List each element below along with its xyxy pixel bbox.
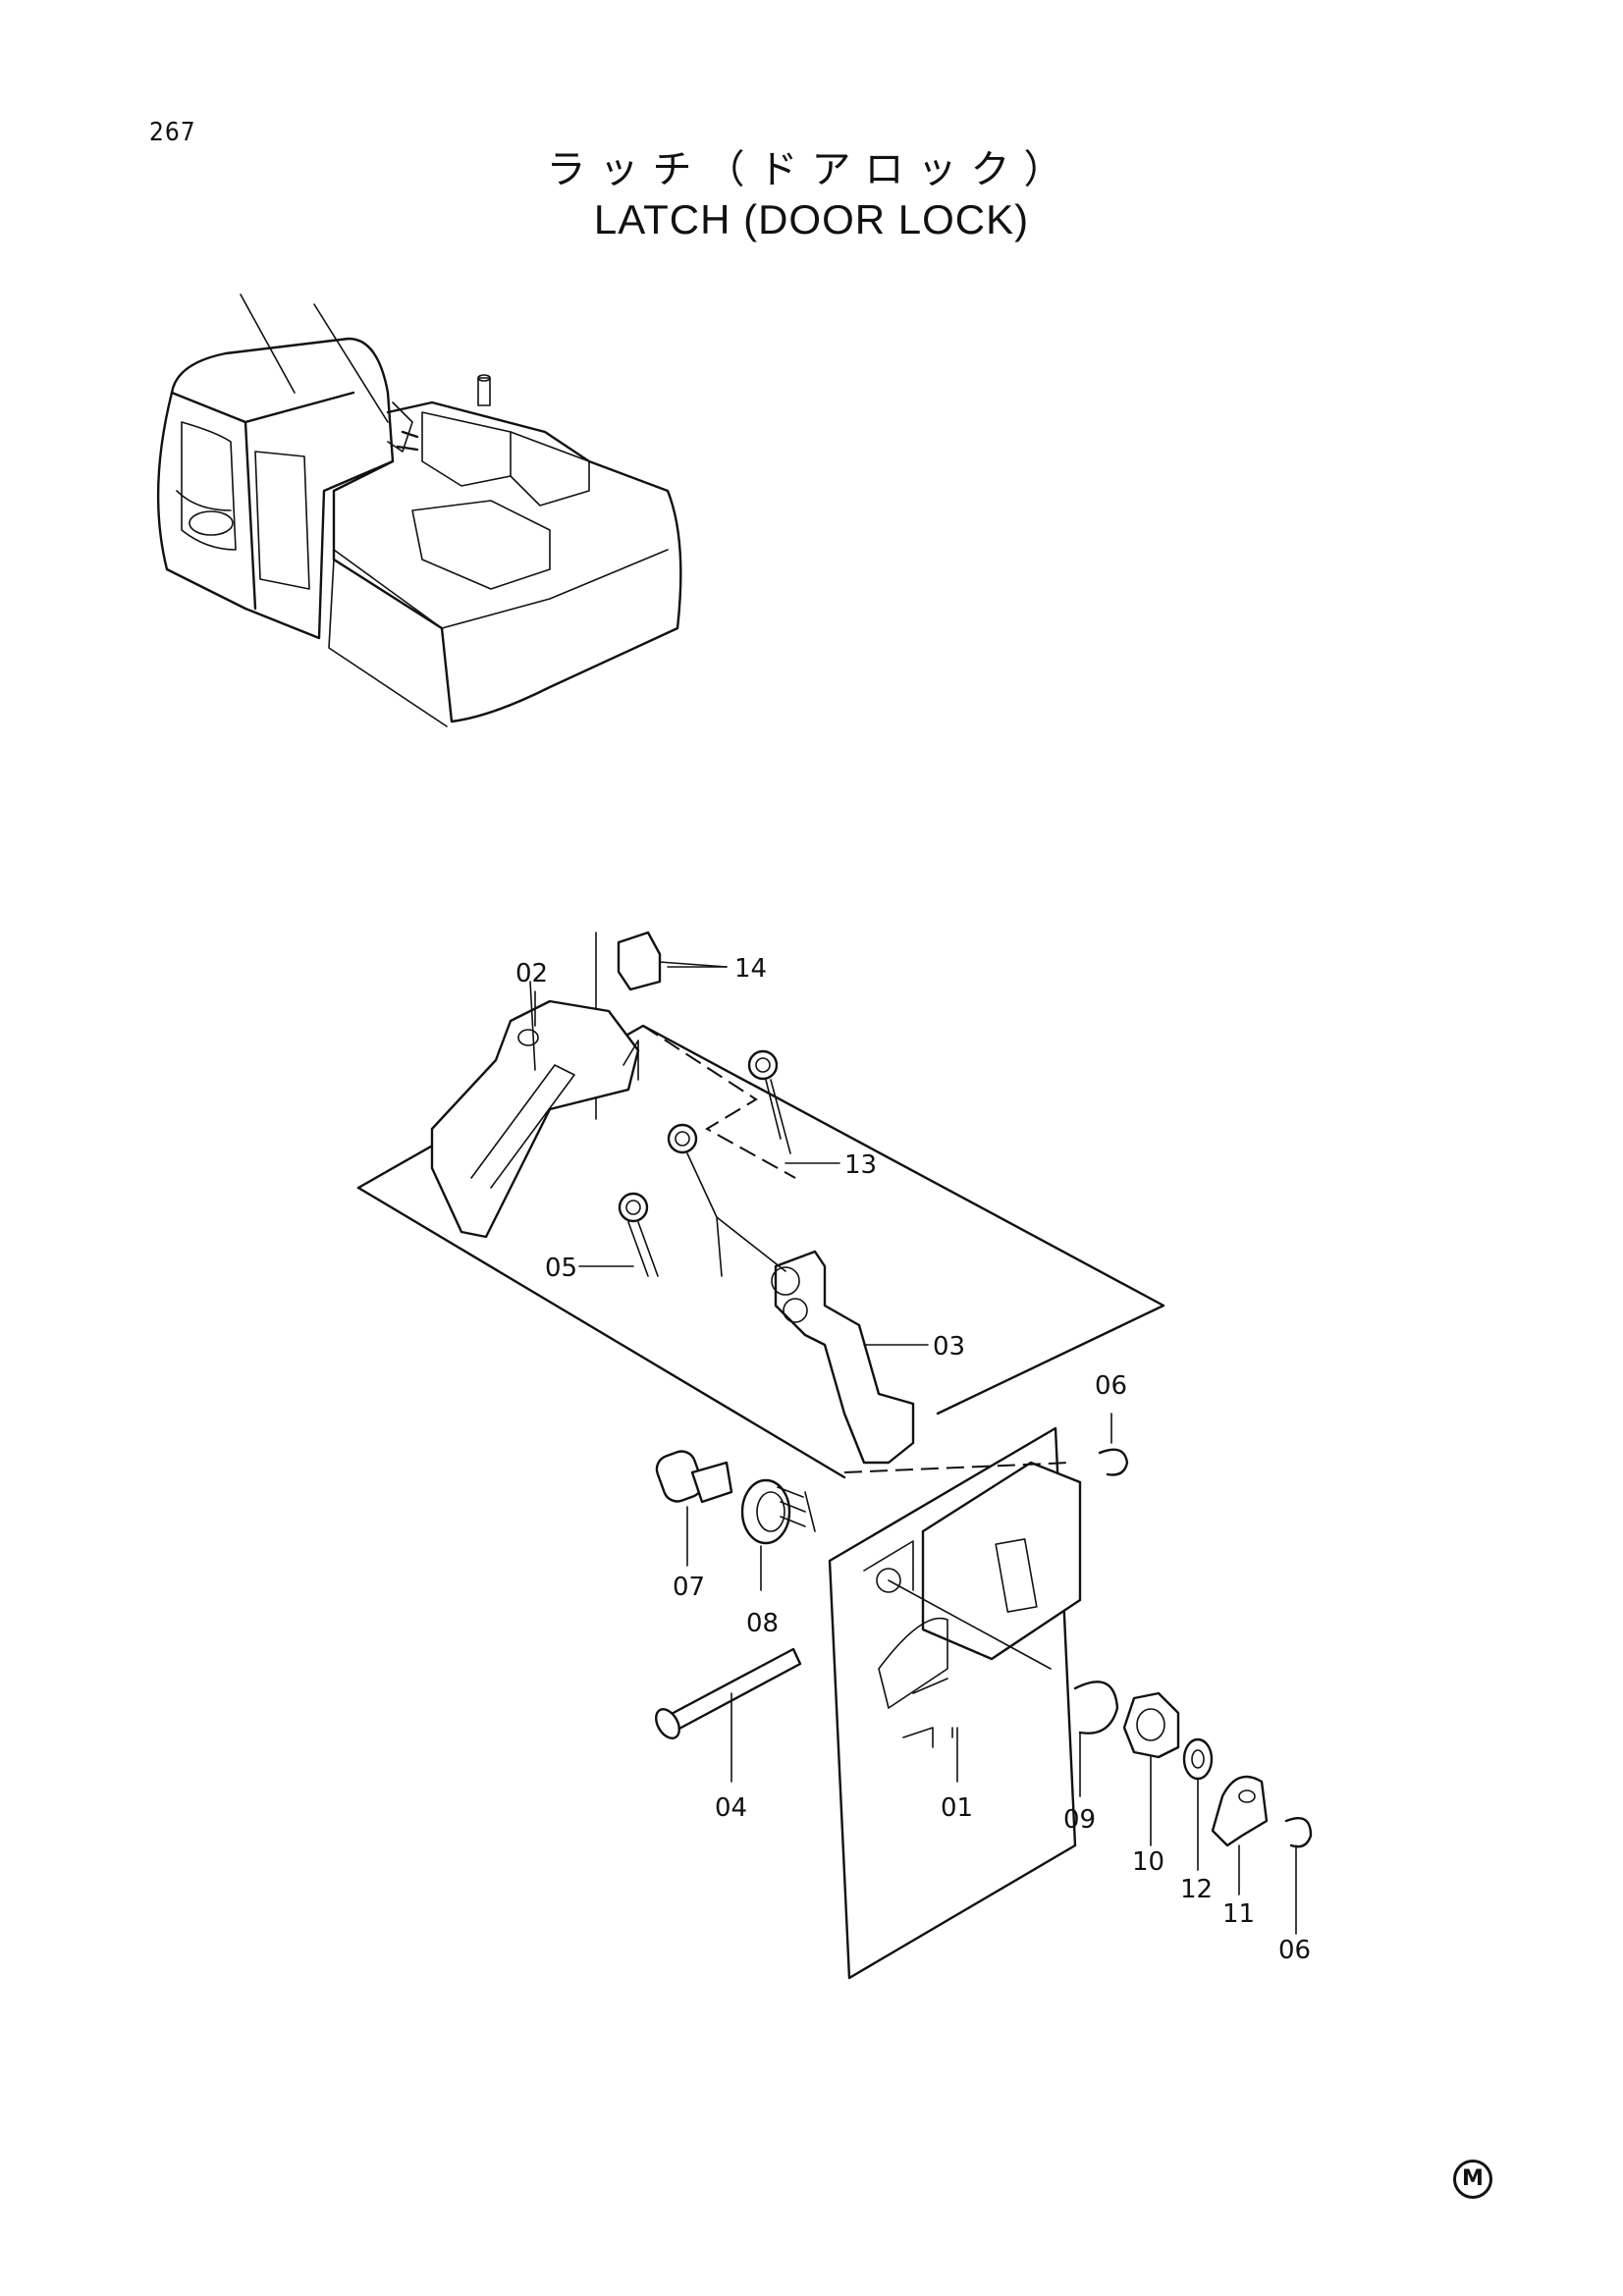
part-08-cylinder <box>740 1478 816 1545</box>
part-13-spring <box>747 1049 791 1154</box>
callout-11: 11 <box>1222 1899 1255 1929</box>
part-03-hook <box>774 1250 915 1465</box>
callout-06-bottom: 06 <box>1278 1936 1311 1965</box>
callout-14: 14 <box>734 954 767 984</box>
part-07-bushing <box>655 1450 733 1504</box>
latch-exploded-view <box>356 931 1313 1980</box>
corner-m-mark: M <box>1453 2160 1492 2199</box>
part-05-spring <box>618 1123 723 1277</box>
callout-12: 12 <box>1180 1875 1213 1904</box>
callout-07: 07 <box>673 1573 705 1602</box>
callout-02: 02 <box>515 959 548 988</box>
callout-05: 05 <box>545 1254 577 1283</box>
title-japanese: ラッチ（ドアロック） <box>546 147 1077 192</box>
excavator-overview-illustration <box>156 294 682 727</box>
part-02-lever <box>430 999 640 1239</box>
callout-06-top: 06 <box>1095 1371 1127 1401</box>
callout-03: 03 <box>933 1332 965 1362</box>
title-english: LATCH (DOOR LOCK) <box>593 196 1030 242</box>
part-11-cam <box>1211 1775 1269 1847</box>
page-number: 267 <box>149 118 196 147</box>
callout-13: 13 <box>844 1150 877 1180</box>
part-06-ring-bottom <box>1284 1816 1313 1848</box>
part-04-pin <box>655 1647 802 1739</box>
callout-04: 04 <box>715 1793 747 1823</box>
part-01-base-plate <box>828 1426 1082 1980</box>
part-12-washer <box>1182 1737 1214 1781</box>
part-09-snap-ring <box>1073 1681 1119 1735</box>
callout-01: 01 <box>941 1793 973 1823</box>
part-14-clip <box>617 931 662 991</box>
callout-10: 10 <box>1132 1847 1164 1877</box>
callout-09: 09 <box>1063 1805 1096 1835</box>
part-10-nut <box>1122 1691 1180 1759</box>
part-06-ring-top <box>1098 1448 1129 1476</box>
callout-08: 08 <box>746 1609 779 1638</box>
